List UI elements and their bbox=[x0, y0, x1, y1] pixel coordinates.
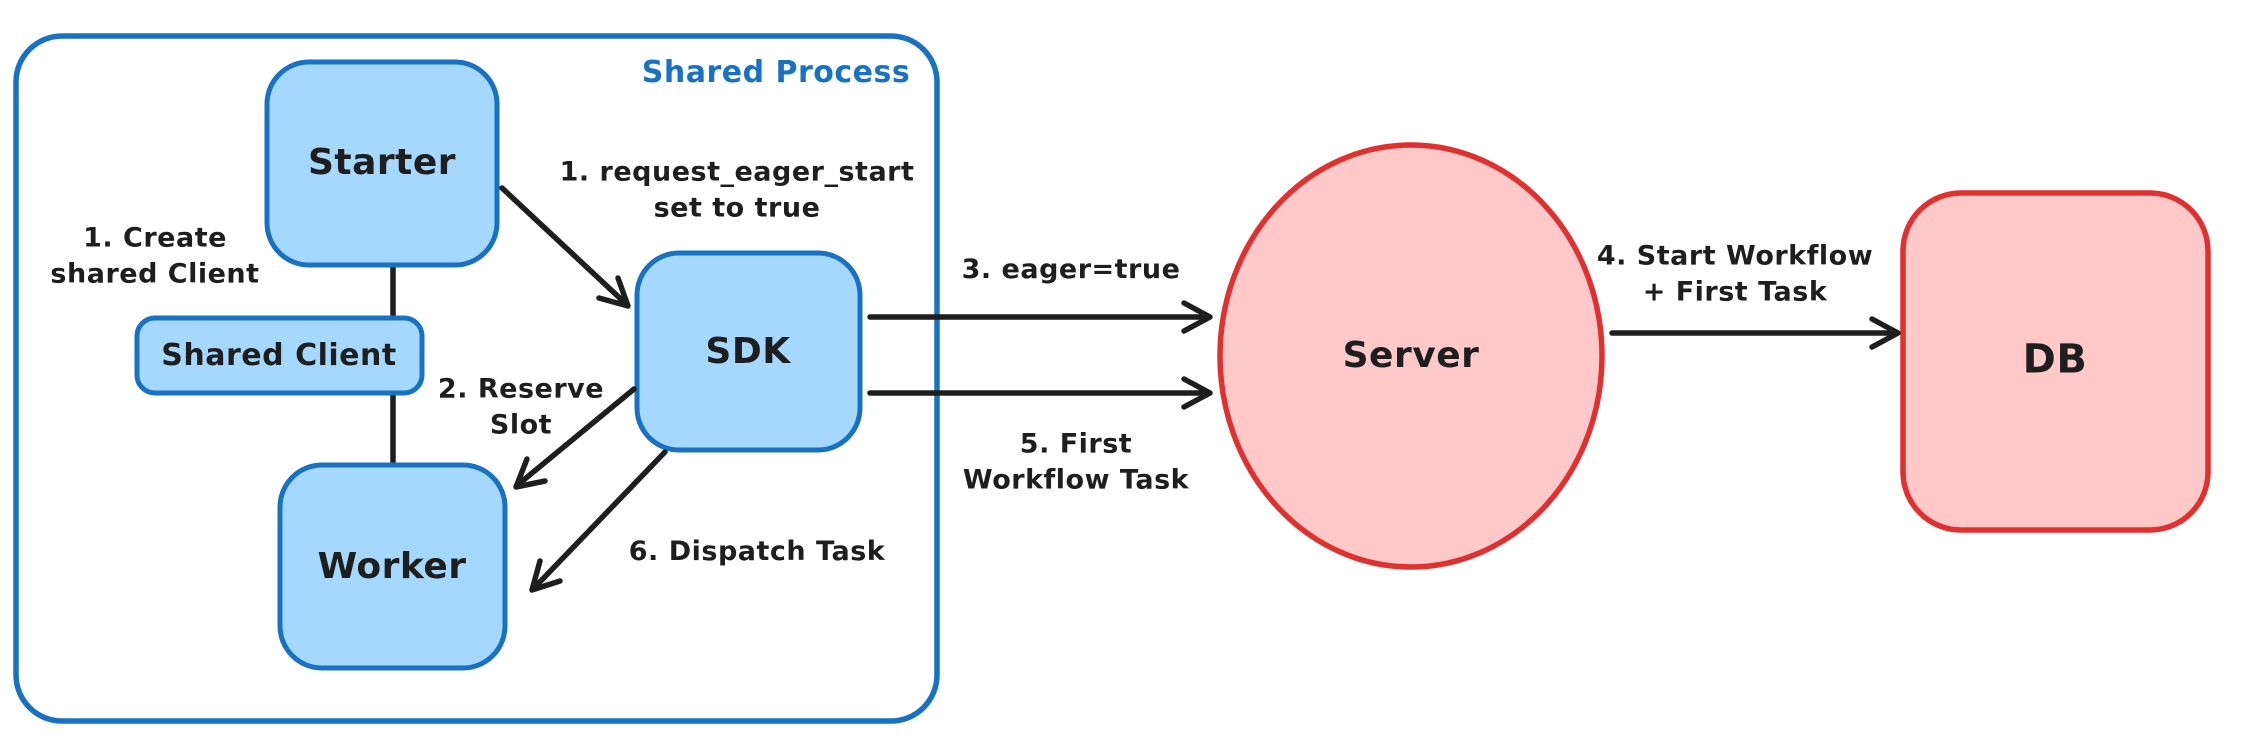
annotation-line: 2. Reserve bbox=[437, 373, 605, 405]
sdk-label: SDK bbox=[705, 331, 791, 373]
starter-label: Starter bbox=[307, 142, 457, 184]
annotation-line: 5. First bbox=[1019, 428, 1133, 460]
starter-node bbox=[264, 59, 500, 268]
annotation-eager-true: 3. eager=true bbox=[962, 252, 1181, 288]
annotation-line: 4. Start Workflow bbox=[1596, 240, 1874, 272]
shared-client-label: Shared Client bbox=[161, 338, 397, 374]
arrow-server-to-db bbox=[1609, 316, 1901, 350]
arrow-sdk-to-server-eager bbox=[867, 300, 1213, 334]
annotation-line: set to true bbox=[653, 192, 821, 223]
shared-process-title: Shared Process bbox=[641, 55, 911, 91]
annotation-create-shared-client: 1. Create shared Client bbox=[50, 220, 259, 291]
worker-label: Worker bbox=[317, 546, 467, 588]
db-label: DB bbox=[2022, 336, 2088, 383]
server-node bbox=[1217, 142, 1605, 570]
shared-client-node bbox=[134, 315, 425, 396]
annotation-start-workflow: 4. Start Workflow + First Task bbox=[1597, 238, 1873, 309]
sdk-node bbox=[634, 250, 863, 453]
annotation-first-workflow-task: 5. First Workflow Task bbox=[963, 426, 1189, 497]
annotation-line: shared Client bbox=[50, 258, 260, 289]
annotation-line: Workflow Task bbox=[962, 464, 1190, 495]
annotation-dispatch-task: 6. Dispatch Task bbox=[629, 534, 885, 570]
annotation-line: + First Task bbox=[1642, 276, 1828, 307]
annotation-line: 1. Create bbox=[83, 222, 227, 254]
arrow-sdk-to-worker-dispatch bbox=[529, 449, 668, 593]
arrow-sdk-to-server-first-task bbox=[867, 376, 1213, 410]
db-node bbox=[1900, 190, 2211, 533]
annotation-reserve-slot: 2. Reserve Slot bbox=[438, 371, 604, 442]
shared-process-box bbox=[13, 33, 940, 724]
annotation-request-eager-start: 1. request_eager_start set to true bbox=[560, 154, 915, 225]
arrow-starter-to-sdk bbox=[499, 185, 631, 309]
annotation-line: 3. eager=true bbox=[961, 254, 1181, 286]
annotation-line: Slot bbox=[489, 409, 553, 440]
arrow-sdk-to-worker-reserve bbox=[513, 386, 637, 490]
annotation-line: 6. Dispatch Task bbox=[628, 536, 886, 568]
server-label: Server bbox=[1342, 335, 1480, 377]
annotation-line: 1. request_eager_start bbox=[559, 156, 915, 188]
worker-node bbox=[277, 462, 508, 671]
